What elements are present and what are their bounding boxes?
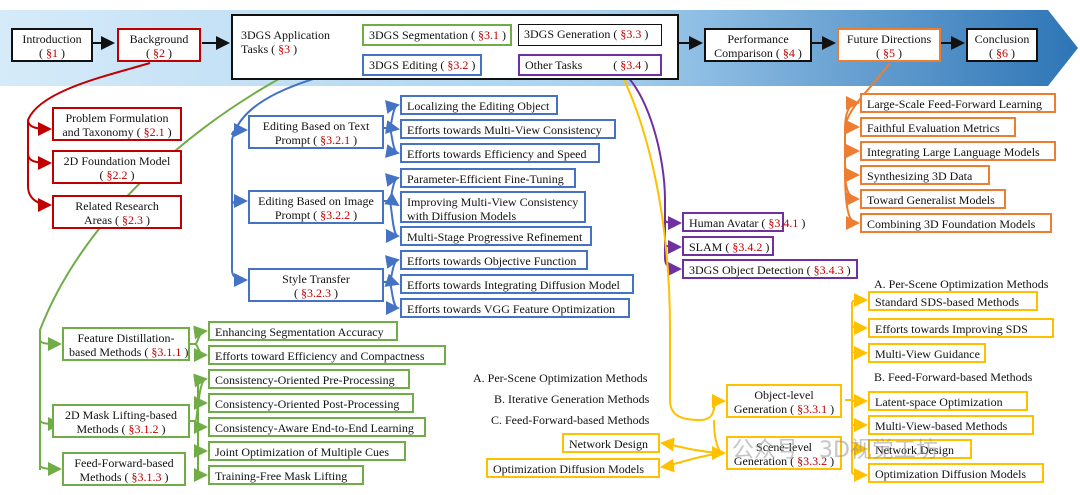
generation-label: 3DGS Generation — [524, 27, 611, 41]
future-item-3[interactable]: Integrating Large Language Models — [860, 141, 1056, 161]
foundation-model-box[interactable]: 2D Foundation Model ( §2.2 ) — [52, 150, 182, 184]
future-item-6[interactable]: Combining 3D Foundation Models — [860, 213, 1052, 233]
vgg-feature-box[interactable]: Efforts towards VGG Feature Optimization — [400, 298, 630, 318]
scene-label-a: A. Per-Scene Optimization Methods — [473, 371, 648, 385]
future-directions-label: Future Directions — [846, 32, 932, 46]
scene-label-b: B. Iterative Generation Methods — [494, 392, 650, 406]
editing-box[interactable]: 3DGS Editing ( §3.2 ) — [362, 54, 482, 76]
other-tasks-box[interactable]: Other Tasks ( §3.4 ) — [518, 54, 662, 76]
applications-label-line2: Tasks — [241, 42, 269, 56]
image-prompt-editing-box[interactable]: Editing Based on Image Prompt ( §3.2.2 ) — [248, 190, 384, 224]
joint-optimization-box[interactable]: Joint Optimization of Multiple Cues — [208, 441, 406, 461]
segmentation-accuracy-box[interactable]: Enhancing Segmentation Accuracy — [208, 321, 398, 341]
performance-label-line1: Performance — [727, 32, 789, 46]
style-transfer-box[interactable]: Style Transfer ( §3.2.3 ) — [248, 268, 384, 302]
standard-sds-box[interactable]: Standard SDS-based Methods — [868, 291, 1038, 311]
segmentation-label: 3DGS Segmentation — [369, 28, 468, 42]
improving-sds-box[interactable]: Efforts towards Improving SDS — [868, 318, 1054, 338]
human-avatar-box[interactable]: Human Avatar ( §3.4.1 ) — [682, 212, 805, 232]
future-item-2[interactable]: Faithful Evaluation Metrics — [860, 117, 1016, 137]
object-optimization-diffusion-box[interactable]: Optimization Diffusion Models — [868, 463, 1044, 483]
introduction-box[interactable]: Introduction ( §1 ) — [11, 28, 93, 62]
text-prompt-editing-box[interactable]: Editing Based on Text Prompt ( §3.2.1 ) — [248, 115, 384, 149]
performance-box[interactable]: Performance Comparison ( §4 ) — [704, 28, 812, 62]
conclusion-ref: §6 — [996, 46, 1008, 60]
performance-label-line2: Comparison — [714, 46, 773, 60]
editing-ref: §3.2 — [447, 58, 469, 72]
background-ref: §2 — [153, 46, 165, 60]
background-box[interactable]: Background ( §2 ) — [117, 28, 201, 62]
conclusion-box[interactable]: Conclusion ( §6 ) — [966, 28, 1038, 62]
introduction-label: Introduction — [22, 32, 82, 46]
applications-ref: §3 — [278, 42, 291, 56]
segmentation-ref: §3.1 — [478, 28, 499, 42]
objective-function-box[interactable]: Efforts towards Objective Function — [400, 250, 588, 270]
generation-ref: §3.3 — [620, 27, 642, 41]
scene-label-c: C. Feed-Forward-based Methods — [491, 413, 650, 427]
multistage-refinement-box[interactable]: Multi-Stage Progressive Refinement — [400, 226, 592, 246]
future-directions-ref: §5 — [883, 46, 895, 60]
end-to-end-box[interactable]: Consistency-Aware End-to-End Learning — [208, 417, 426, 437]
other-tasks-ref: §3.4 — [620, 58, 642, 72]
efficiency-compactness-box[interactable]: Efforts toward Efficiency and Compactnes… — [208, 345, 446, 365]
scene-level-generation-box[interactable]: Scene-level Generation ( §3.3.2 ) — [726, 436, 842, 470]
editing-label: 3DGS Editing — [369, 58, 438, 72]
other-tasks-label: Other Tasks — [525, 58, 583, 72]
multi-view-guidance-box[interactable]: Multi-View Guidance — [868, 343, 986, 363]
efficiency-speed-box[interactable]: Efforts towards Efficiency and Speed — [400, 143, 600, 163]
feature-distillation-box[interactable]: Feature Distillation- based Methods ( §3… — [62, 327, 190, 361]
future-directions-box[interactable]: Future Directions ( §5 ) — [837, 28, 941, 62]
localizing-object-box[interactable]: Localizing the Editing Object — [400, 95, 558, 115]
feed-forward-seg-box[interactable]: Feed-Forward-based Methods ( §3.1.3 ) — [62, 452, 186, 486]
applications-label-line1: 3DGS Application — [241, 28, 330, 42]
object-heading-b: B. Feed-Forward-based Methods — [874, 370, 1033, 384]
segmentation-box[interactable]: 3DGS Segmentation ( §3.1 ) — [362, 24, 512, 46]
object-detection-box[interactable]: 3DGS Object Detection ( §3.4.3 ) — [682, 259, 858, 279]
generation-box[interactable]: 3DGS Generation ( §3.3 ) — [518, 24, 662, 46]
multi-view-methods-box[interactable]: Multi-View-based Methods — [868, 415, 1034, 435]
object-level-generation-box[interactable]: Object-level Generation ( §3.3.1 ) — [726, 384, 842, 418]
post-processing-box[interactable]: Consistency-Oriented Post-Processing — [208, 393, 414, 413]
conclusion-label: Conclusion — [974, 32, 1030, 46]
mask-lifting-box[interactable]: 2D Mask Lifting-based Methods ( §3.1.2 ) — [52, 404, 190, 438]
pre-processing-box[interactable]: Consistency-Oriented Pre-Processing — [208, 369, 410, 389]
performance-ref: §4 — [782, 46, 795, 60]
object-network-design-box[interactable]: Network Design — [868, 439, 972, 459]
scene-network-design-box[interactable]: Network Design — [562, 433, 660, 453]
related-research-box[interactable]: Related Research Areas ( §2.3 ) — [52, 195, 182, 229]
problem-formulation-box[interactable]: Problem Formulation and Taxonomy ( §2.1 … — [52, 107, 182, 141]
background-label: Background — [129, 32, 189, 46]
introduction-ref: §1 — [46, 46, 58, 60]
future-item-1[interactable]: Large-Scale Feed-Forward Learning — [860, 93, 1056, 113]
future-item-5[interactable]: Toward Generalist Models — [860, 189, 1006, 209]
slam-box[interactable]: SLAM ( §3.4.2 ) — [682, 236, 774, 256]
latent-space-box[interactable]: Latent-space Optimization — [868, 391, 1028, 411]
future-item-4[interactable]: Synthesizing 3D Data — [860, 165, 990, 185]
scene-optimization-diffusion-box[interactable]: Optimization Diffusion Models — [486, 458, 660, 478]
watermark: 公众号 · 3D视觉工坊 — [732, 438, 938, 463]
multi-view-consistency-box[interactable]: Efforts towards Multi-View Consistency — [400, 119, 616, 139]
integrating-diffusion-box[interactable]: Efforts towards Integrating Diffusion Mo… — [400, 274, 634, 294]
improving-multiview-box[interactable]: Improving Multi-View Consistency with Di… — [400, 191, 586, 223]
training-free-box[interactable]: Training-Free Mask Lifting — [208, 465, 364, 485]
parameter-efficient-box[interactable]: Parameter-Efficient Fine-Tuning — [400, 168, 576, 188]
object-heading-a: A. Per-Scene Optimization Methods — [874, 277, 1049, 291]
